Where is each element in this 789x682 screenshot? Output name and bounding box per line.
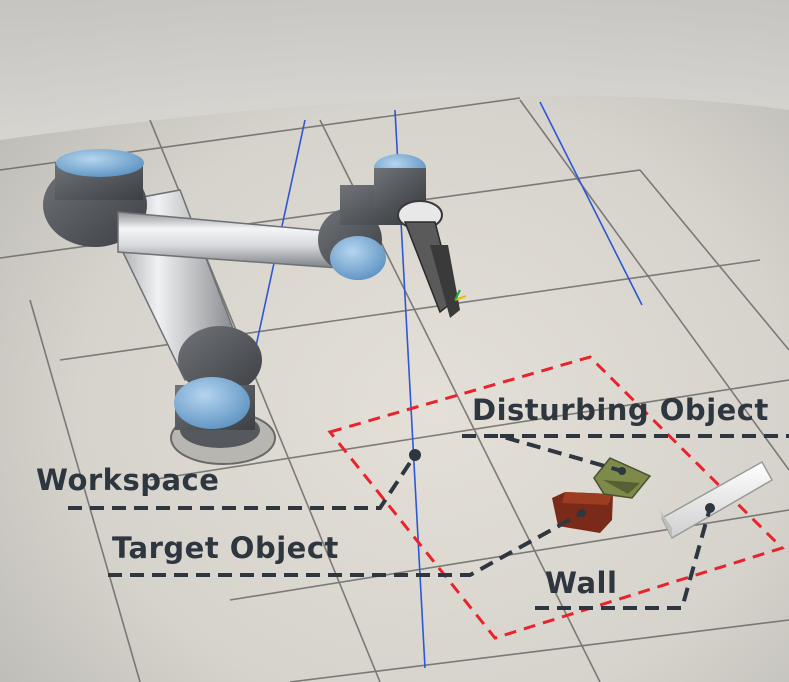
workspace-marker <box>409 449 421 461</box>
background-haze <box>0 0 789 140</box>
annotation-lines <box>68 434 789 610</box>
wall-label: Wall <box>545 566 618 600</box>
wall-object <box>660 460 774 540</box>
workspace-label: Workspace <box>36 463 220 497</box>
disturbing-object-leader <box>462 434 623 473</box>
workspace-boundary <box>327 355 785 640</box>
disturbing-object <box>593 457 652 499</box>
workspace-leader <box>68 453 417 510</box>
wall-leader <box>535 507 712 610</box>
disturbing-object-label: Disturbing Object <box>472 393 769 427</box>
robot-arm <box>43 149 467 430</box>
target-object-leader <box>108 511 583 577</box>
target-object-label: Target Object <box>112 531 339 565</box>
